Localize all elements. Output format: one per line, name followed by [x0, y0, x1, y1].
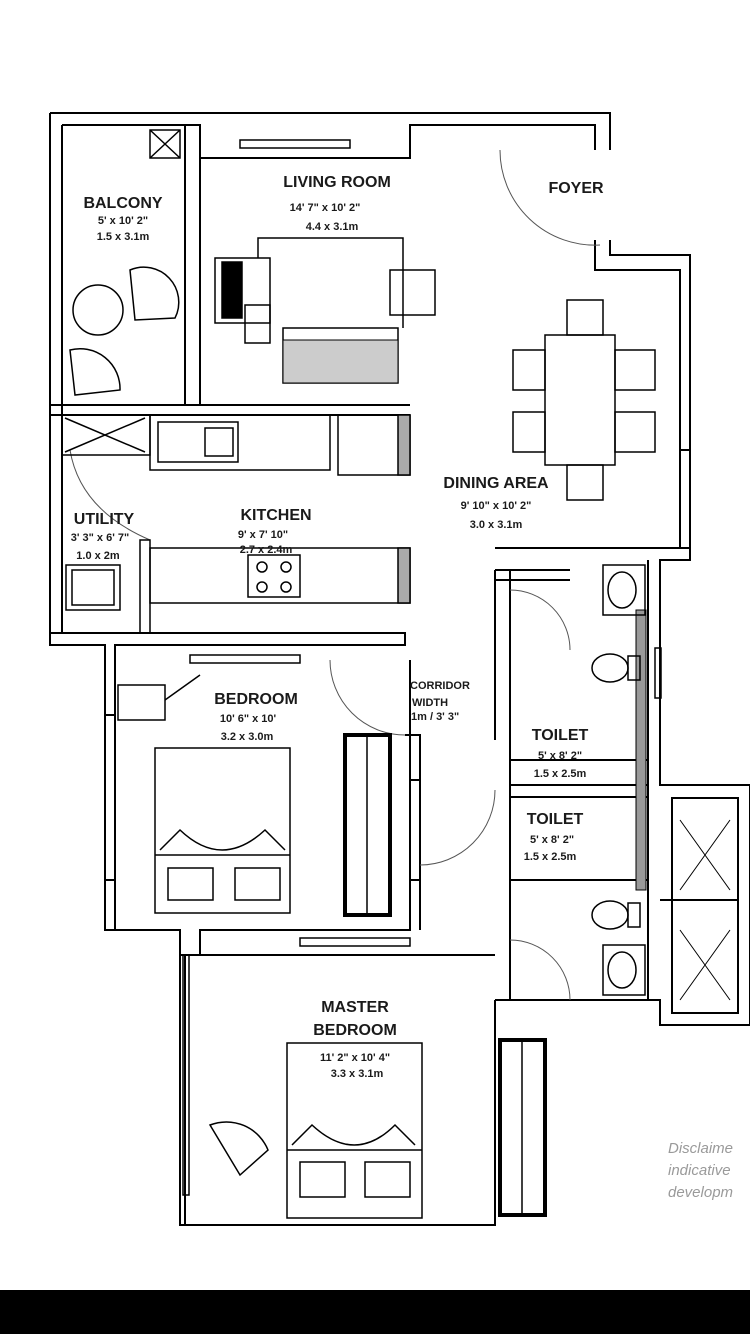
kitchen-dim-m: 2.7 x 2.4m: [240, 544, 293, 556]
dining-area-label: DINING AREA: [443, 475, 549, 492]
toilet-1-dim-m: 1.5 x 2.5m: [534, 768, 587, 780]
room-labels: BALCONY 5' x 10' 2" 1.5 x 3.1m LIVING RO…: [71, 174, 604, 1080]
utility-dim-m: 1.0 x 2m: [76, 550, 120, 562]
walls: [49, 112, 750, 1226]
master-bedroom-dim-ft: 11' 2" x 10' 4": [320, 1052, 390, 1064]
disclaimer: Disclaime indicative developm: [668, 1138, 733, 1204]
balcony-furniture: [69, 129, 181, 396]
doors: [69, 149, 601, 1001]
bedroom-furniture: [117, 674, 547, 1219]
dining-area-dim-m: 3.0 x 3.1m: [470, 519, 523, 531]
dining-area-dim-ft: 9' 10" x 10' 2": [461, 500, 532, 512]
bedroom-label: BEDROOM: [214, 691, 298, 708]
toilet-1-dim-ft: 5' x 8' 2": [538, 750, 582, 762]
kitchen-label: KITCHEN: [240, 507, 311, 524]
bedroom-dim-ft: 10' 6" x 10': [220, 713, 277, 725]
utility-dim-ft: 3' 3" x 6' 7": [71, 532, 129, 544]
master-bedroom-dim-m: 3.3 x 3.1m: [331, 1068, 384, 1080]
balcony-dim-m: 1.5 x 3.1m: [97, 231, 150, 243]
bottom-bar: [0, 1290, 750, 1334]
corridor-label-line2: WIDTH: [412, 697, 448, 709]
bedroom-dim-m: 3.2 x 3.0m: [221, 731, 274, 743]
kitchen-dim-ft: 9' x 7' 10": [238, 529, 288, 541]
living-room-dim-m: 4.4 x 3.1m: [306, 221, 359, 233]
balcony-label: BALCONY: [83, 195, 162, 212]
dining-table: [512, 299, 656, 501]
disclaimer-line: indicative: [668, 1162, 731, 1179]
living-furniture: [214, 237, 436, 384]
corridor-label-line1: CORRIDOR: [410, 680, 470, 692]
kitchen-counters: [61, 414, 411, 634]
corridor-dim: 1m / 3' 3": [411, 711, 459, 723]
disclaimer-line: Disclaime: [668, 1140, 734, 1157]
utility-label: UTILITY: [74, 511, 135, 528]
master-bedroom-label-line1: MASTER: [321, 999, 389, 1016]
toilet-2-dim-ft: 5' x 8' 2": [530, 834, 574, 846]
disclaimer-line: developm: [668, 1184, 734, 1201]
living-room-dim-ft: 14' 7" x 10' 2": [290, 202, 361, 214]
toilet-2-label: TOILET: [527, 811, 584, 828]
balcony-dim-ft: 5' x 10' 2": [98, 215, 148, 227]
floor-plan: BALCONY 5' x 10' 2" 1.5 x 3.1m LIVING RO…: [49, 112, 750, 1226]
toilet-2-dim-m: 1.5 x 2.5m: [524, 851, 577, 863]
foyer-label: FOYER: [548, 180, 604, 197]
master-bedroom-label-line2: BEDROOM: [313, 1022, 397, 1039]
windows: [182, 139, 662, 1196]
living-room-label: LIVING ROOM: [283, 174, 391, 191]
toilet-1-label: TOILET: [532, 727, 589, 744]
toilet-fixtures: [591, 564, 646, 996]
